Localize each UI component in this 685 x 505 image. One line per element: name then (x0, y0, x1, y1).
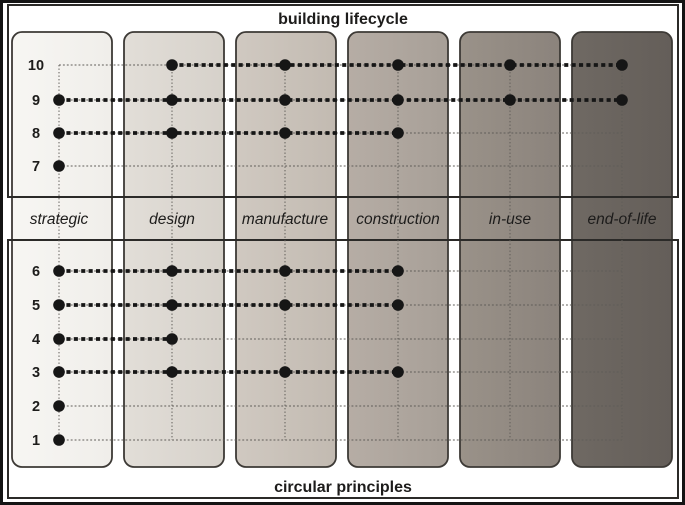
principle-dot-6-design (166, 265, 178, 277)
principle-number-9: 9 (32, 93, 40, 109)
circular-principles-box (7, 239, 679, 499)
principle-dot-10-manufacture (279, 59, 291, 71)
principle-number-8: 8 (32, 126, 40, 142)
principle-dot-1-strategic (53, 434, 65, 446)
principle-dot-3-construction (392, 366, 404, 378)
principle-number-4: 4 (32, 332, 40, 348)
stage-label-in-use: in-use (489, 211, 532, 228)
principle-dot-5-construction (392, 299, 404, 311)
principle-number-7: 7 (32, 159, 40, 175)
principle-number-10: 10 (28, 58, 44, 74)
principle-dot-8-construction (392, 127, 404, 139)
principle-dot-4-strategic (53, 333, 65, 345)
labels: building lifecycle circular principles s… (30, 11, 657, 496)
principle-dot-3-strategic (53, 366, 65, 378)
principle-number-5: 5 (32, 298, 40, 314)
principle-dot-8-design (166, 127, 178, 139)
principle-dot-6-construction (392, 265, 404, 277)
principle-row-5: 5 (32, 298, 622, 314)
building-lifecycle-title: building lifecycle (278, 11, 408, 28)
principle-dot-10-design (166, 59, 178, 71)
building-lifecycle-box (7, 4, 679, 198)
principle-number-3: 3 (32, 365, 40, 381)
principle-dot-5-strategic (53, 299, 65, 311)
principle-dot-9-strategic (53, 94, 65, 106)
principle-dot-4-design (166, 333, 178, 345)
stage-label-construction: construction (356, 211, 440, 228)
principle-dot-6-strategic (53, 265, 65, 277)
principle-dot-3-design (166, 366, 178, 378)
principle-dot-10-construction (392, 59, 404, 71)
principle-row-6: 6 (32, 264, 622, 280)
stage-column-in-use (459, 31, 561, 468)
principle-row-2: 2 (32, 399, 622, 415)
circular-principles-title: circular principles (274, 479, 412, 496)
principle-dot-9-manufacture (279, 94, 291, 106)
principle-row-10: 10 (28, 58, 628, 74)
stage-column-construction (347, 31, 449, 468)
stage-columns (11, 31, 673, 468)
section-boxes (7, 4, 679, 499)
principle-dot-9-design (166, 94, 178, 106)
stage-column-manufacture (235, 31, 337, 468)
principle-dot-5-design (166, 299, 178, 311)
principle-rows: 10 9 8 7 6 5 4 3 2 1 (28, 58, 628, 449)
principle-dot-7-strategic (53, 160, 65, 172)
principle-dot-9-end-of-life (616, 94, 628, 106)
principle-dot-9-in-use (504, 94, 516, 106)
principle-dot-10-end-of-life (616, 59, 628, 71)
stage-column-design (123, 31, 225, 468)
principle-dot-6-manufacture (279, 265, 291, 277)
principle-dot-8-strategic (53, 127, 65, 139)
principle-row-8: 8 (32, 126, 622, 142)
principle-dot-10-in-use (504, 59, 516, 71)
principle-dot-3-manufacture (279, 366, 291, 378)
principle-dot-5-manufacture (279, 299, 291, 311)
stage-label-end-of-life: end-of-life (588, 211, 657, 228)
principle-number-2: 2 (32, 399, 40, 415)
principle-dot-8-manufacture (279, 127, 291, 139)
stage-label-manufacture: manufacture (242, 211, 329, 228)
principle-row-7: 7 (32, 159, 622, 175)
stage-label-design: design (149, 211, 195, 228)
principle-row-3: 3 (32, 365, 622, 381)
stage-label-strategic: strategic (30, 211, 89, 228)
principle-number-1: 1 (32, 433, 40, 449)
principle-row-1: 1 (32, 433, 622, 449)
principle-row-9: 9 (32, 93, 628, 109)
principle-dot-2-strategic (53, 400, 65, 412)
stage-column-strategic (11, 31, 113, 468)
stage-column-end-of-life (571, 31, 673, 468)
principle-dot-9-construction (392, 94, 404, 106)
principle-row-4: 4 (32, 332, 622, 348)
principle-number-6: 6 (32, 264, 40, 280)
